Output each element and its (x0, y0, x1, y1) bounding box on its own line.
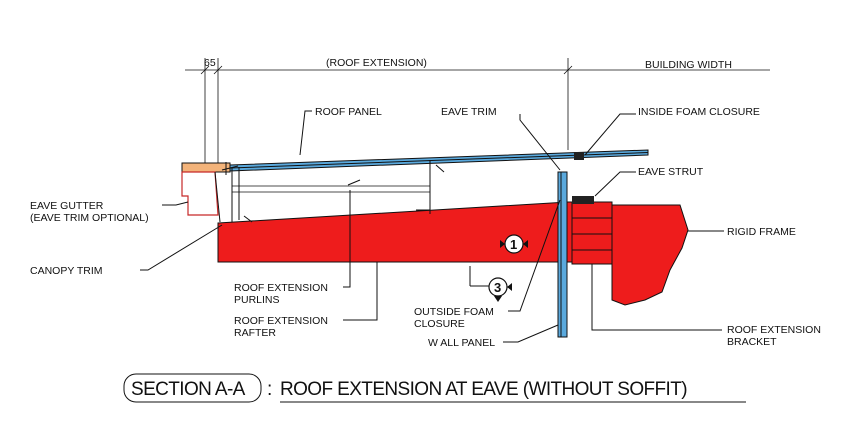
label-rigid-frame: RIGID FRAME (727, 226, 796, 238)
label-purlins-1: ROOF EXTENSION (234, 282, 328, 294)
canopy-trim (181, 162, 231, 173)
section-title: SECTION A-A : ROOF EXTENSION AT EAVE (WI… (123, 373, 746, 403)
label-inside-foam-closure: INSIDE FOAM CLOSURE (638, 106, 760, 118)
detail-marker-3: 3 (469, 266, 512, 302)
marker-1-label: 1 (510, 237, 517, 252)
label-rafter-1: ROOF EXTENSION (234, 315, 328, 327)
label-bracket-1: ROOF EXTENSION (727, 324, 821, 336)
label-canopy-trim: CANOPY TRIM (30, 265, 103, 277)
rigid-frame (611, 204, 689, 306)
roof-extension-rafter (217, 201, 613, 263)
label-purlins-2: PURLINS (234, 294, 280, 306)
inside-foam-closure (574, 152, 584, 160)
dimension-building-width: BUILDING WIDTH (645, 59, 732, 71)
eave-strut (572, 196, 594, 204)
dimension-row: 65 (ROOF EXTENSION) BUILDING WIDTH (185, 57, 770, 170)
eave-gutter (181, 171, 219, 216)
roof-extension-bracket (571, 201, 613, 265)
dimension-65: 65 (204, 57, 216, 69)
label-rafter-2: RAFTER (234, 327, 276, 339)
label-eave-trim: EAVE TRIM (441, 106, 497, 118)
title-separator: : (267, 379, 272, 400)
label-roof-panel: ROOF PANEL (315, 106, 382, 118)
wall-panel (557, 171, 568, 338)
label-eave-strut: EAVE STRUT (638, 166, 704, 178)
rigid-frame-shape (611, 204, 689, 306)
section-id: SECTION A-A (131, 379, 246, 400)
detail-marker-1: 1 (500, 234, 528, 254)
section-caption: ROOF EXTENSION AT EAVE (WITHOUT SOFFIT) (280, 379, 687, 400)
label-bracket-2: BRACKET (727, 336, 777, 348)
label-outside-foam-2: CLOSURE (414, 318, 465, 330)
label-outside-foam-1: OUTSIDE FOAM (414, 306, 494, 318)
label-eave-gutter: EAVE GUTTER (30, 200, 104, 212)
label-wall-panel: W ALL PANEL (428, 337, 495, 349)
dimension-roof-extension: (ROOF EXTENSION) (326, 57, 427, 69)
marker-3-label: 3 (494, 280, 501, 295)
purlins (221, 160, 445, 223)
label-eave-gutter-note: (EAVE TRIM OPTIONAL) (30, 212, 149, 224)
section-id-box (123, 373, 262, 403)
leader-lines (140, 110, 724, 343)
